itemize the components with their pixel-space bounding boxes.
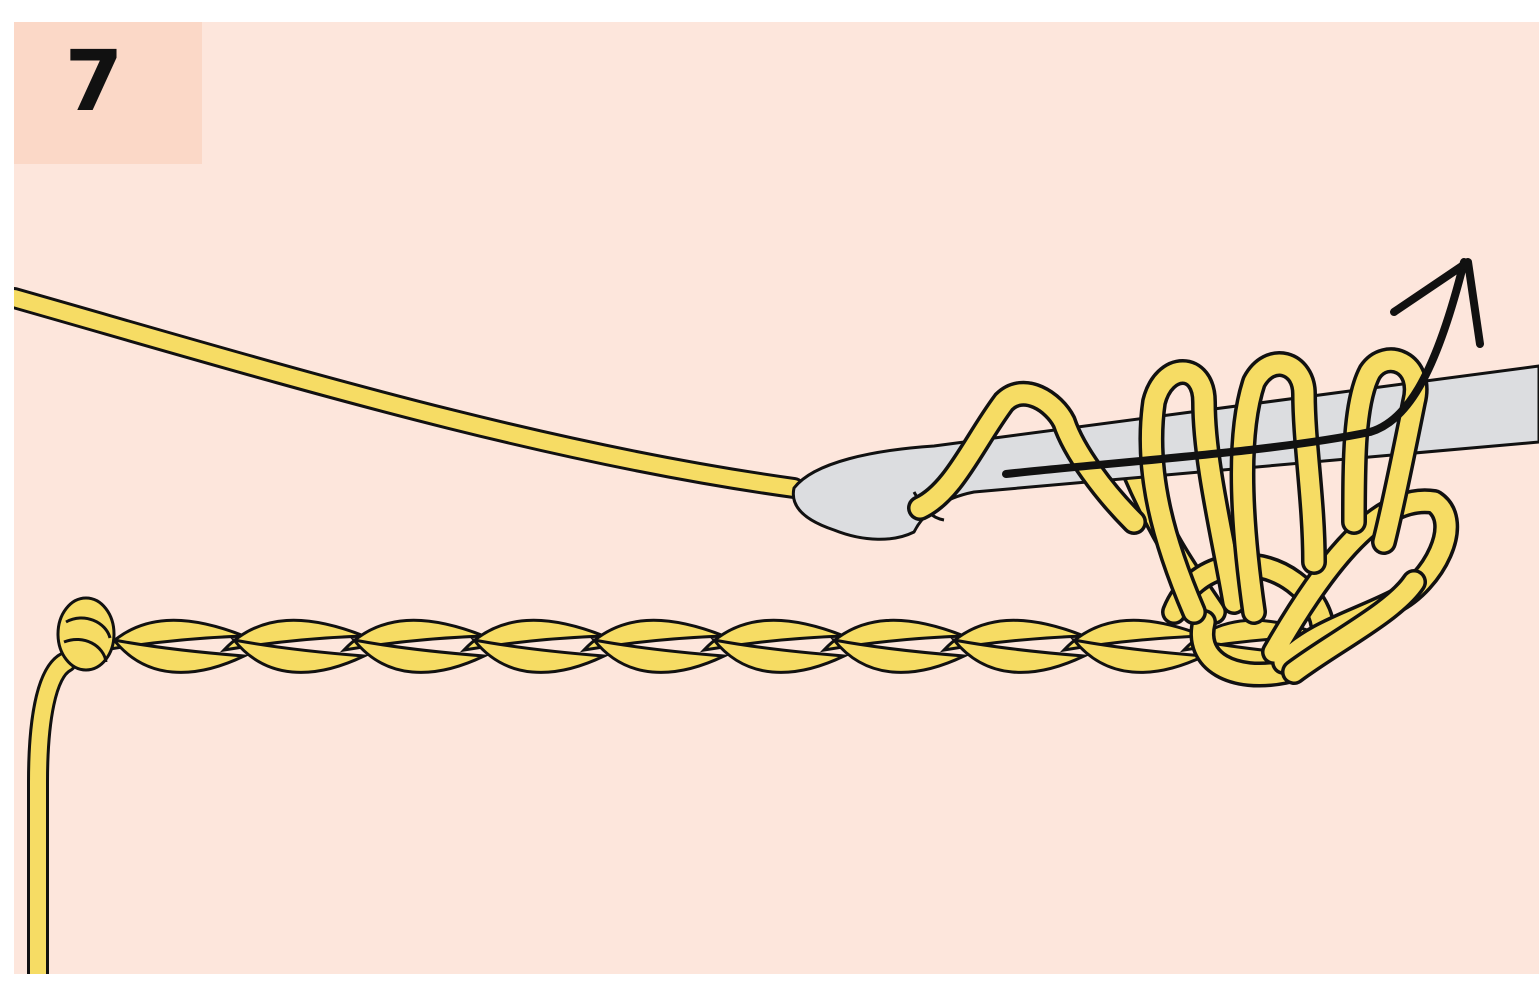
illustration-panel [14, 22, 1539, 974]
step-number-badge: 7 [14, 22, 202, 164]
crochet-step-illustration [14, 22, 1539, 974]
step-number: 7 [65, 39, 123, 123]
slip-knot [58, 598, 114, 670]
